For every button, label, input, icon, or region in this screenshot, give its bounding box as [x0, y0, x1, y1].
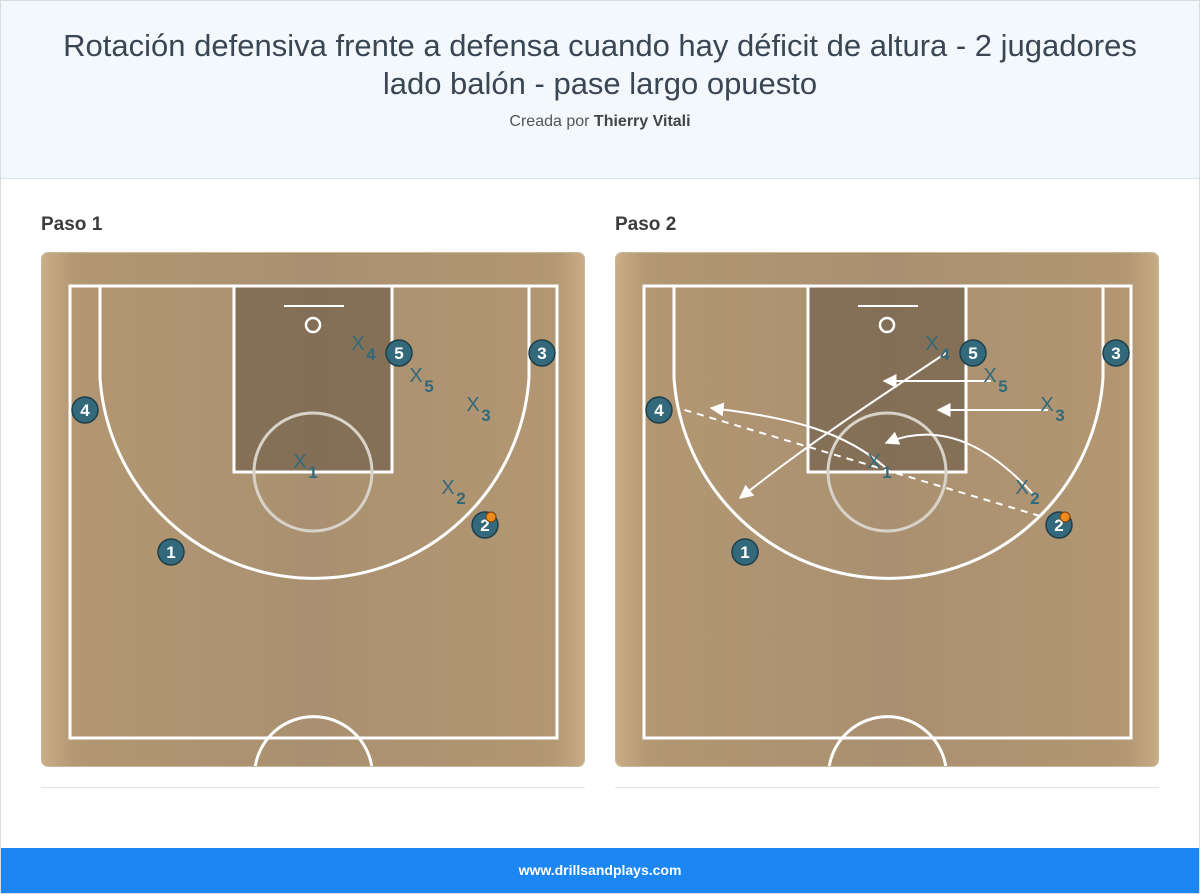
defense-letter: X [1040, 394, 1053, 416]
offense-player-4: 4 [645, 396, 673, 424]
byline: Creada por Thierry Vitali [1, 113, 1199, 131]
action-lines [677, 352, 1048, 517]
defense-number: 2 [1030, 489, 1039, 508]
offense-player-number: 5 [968, 344, 977, 363]
defense-letter: X [1015, 477, 1028, 499]
defense-letter: X [409, 365, 422, 387]
offense-player-5: 5 [959, 339, 987, 367]
step-2-title: Paso 2 [615, 214, 677, 235]
page-title: Rotación defensiva frente a defensa cuan… [63, 28, 1137, 101]
defense-letter: X [466, 394, 479, 416]
offense-player-3: 3 [528, 339, 556, 367]
offense-player-number: 1 [166, 543, 175, 562]
offense-player-4: 4 [71, 396, 99, 424]
offense-player-number: 2 [480, 516, 489, 535]
offense-player-5: 5 [385, 339, 413, 367]
defense-letter: X [293, 451, 306, 473]
defense-number: 1 [882, 463, 891, 482]
offense-player-number: 5 [394, 344, 403, 363]
basketball-icon [485, 511, 497, 523]
defense-number: 4 [940, 345, 950, 364]
defense-letter: X [867, 451, 880, 473]
offense-player-1: 1 [157, 538, 185, 566]
footer: www.drillsandplays.com [1, 848, 1199, 893]
byline-prefix: Creada por [509, 113, 590, 130]
offense-player-number: 1 [740, 543, 749, 562]
defense-number: 2 [456, 489, 465, 508]
move-x4 [738, 352, 947, 499]
step-1-divider [41, 787, 585, 788]
defense-number: 1 [308, 463, 317, 482]
defense-letter: X [441, 477, 454, 499]
defense-number: 4 [366, 345, 376, 364]
pass-2-to-4 [677, 407, 1041, 517]
defense-number: 5 [424, 377, 433, 396]
offense-player-1: 1 [731, 538, 759, 566]
offense-player-3: 3 [1102, 339, 1130, 367]
offense-player-number: 3 [537, 344, 546, 363]
offense-player-number: 2 [1054, 516, 1063, 535]
defense-letter: X [351, 333, 364, 355]
step-1-title: Paso 1 [41, 214, 103, 235]
step-2-divider [615, 787, 1159, 788]
defense-letter: X [925, 333, 938, 355]
defense-number: 3 [481, 406, 490, 425]
author-link[interactable]: Thierry Vitali [593, 113, 691, 130]
basketball-icon [1059, 511, 1071, 523]
move-x1 [709, 402, 887, 469]
offense-player-number: 3 [1111, 344, 1120, 363]
offense-player-2: 2 [1045, 511, 1073, 539]
offense-player-number: 4 [654, 401, 664, 420]
defense-number: 5 [998, 377, 1007, 396]
page-header: Rotación defensiva frente a defensa cuan… [1, 1, 1199, 179]
offense-player-2: 2 [471, 511, 499, 539]
court-lines [68, 284, 559, 766]
defense-letter: X [983, 365, 996, 387]
footer-link[interactable]: www.drillsandplays.com [518, 862, 682, 878]
move-x2 [884, 431, 1035, 496]
defense-number: 3 [1055, 406, 1064, 425]
offense-player-number: 4 [80, 401, 90, 420]
